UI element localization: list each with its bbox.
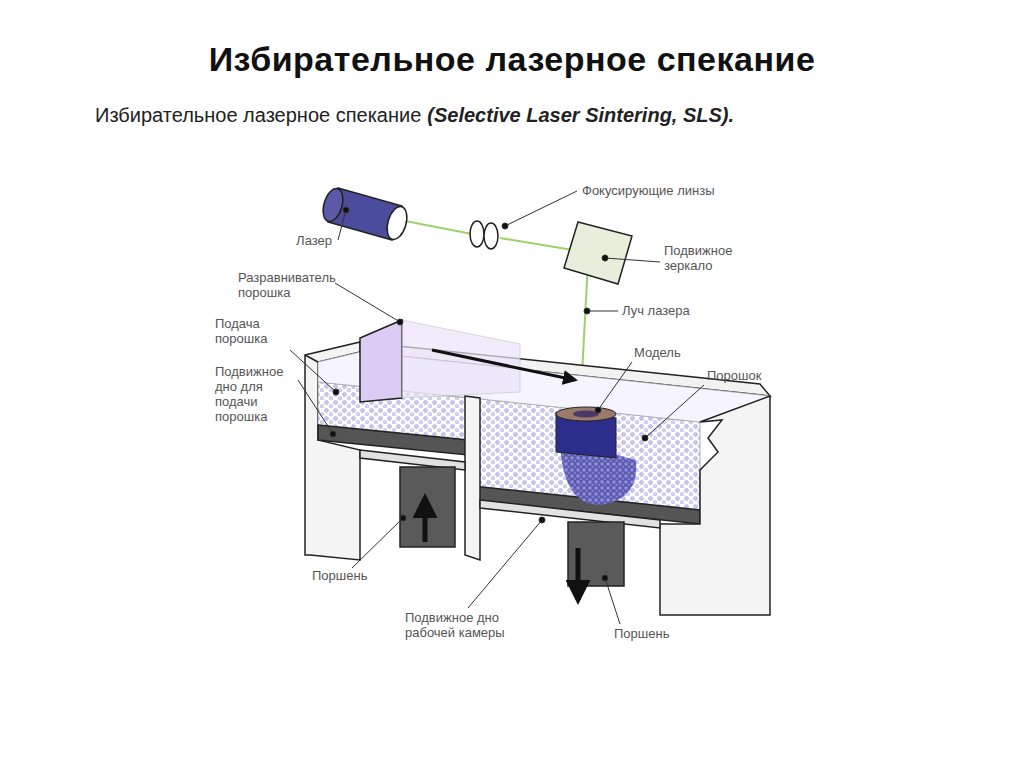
focusing-lenses [470,221,498,249]
leader-line [290,191,704,624]
motion-arrow [432,350,575,380]
movable-mirror [564,222,632,284]
part-label: Поршень [614,626,669,641]
part-label: Порошок [707,368,761,383]
part-label: Фокусирующие линзы [582,183,715,198]
part-label: Поршень [312,568,367,583]
piston [568,522,624,600]
model [556,407,636,505]
piston [400,467,455,547]
part-label: Разравниватель порошка [238,270,370,300]
subtitle-text: Избирательное лазерное спекание [95,104,421,126]
part-label: Подача порошка [215,316,297,346]
page-title: Избирательное лазерное спекание [0,40,1024,79]
laser-symbol [320,186,411,242]
powder-recoater [360,320,520,402]
subtitle-english: (Selective Laser Sintering, SLS). [427,104,734,126]
part-label: Подвижное зеркало [664,243,774,273]
subtitle: Избирательное лазерное спекание (Selectiv… [95,104,734,127]
part-label: Подвижное дно рабочей камеры [405,610,535,640]
part-label: Подвижное дно для подачи порошка [215,364,297,424]
part-label: Лазер [296,233,332,248]
part-label: Луч лазера [622,303,690,318]
part-label: Модель [634,345,681,360]
